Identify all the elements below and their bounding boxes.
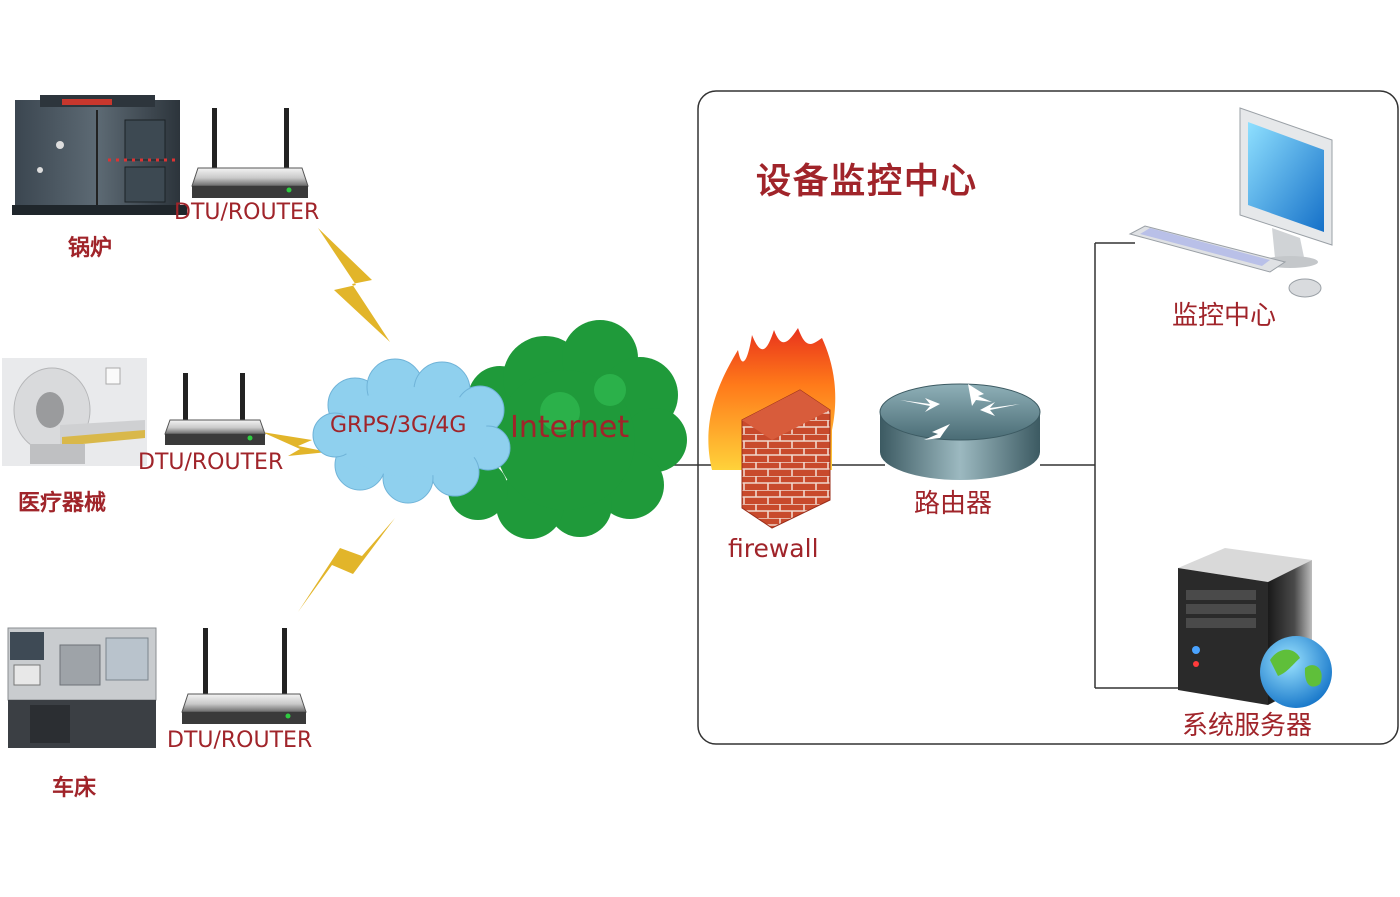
- firewall-icon: [708, 328, 836, 529]
- device-label-lathe: 车床: [52, 775, 97, 801]
- router-icon: [879, 383, 1041, 480]
- system-server-icon: [1178, 548, 1332, 708]
- device-label-boiler: 锅炉: [68, 235, 113, 261]
- page-title: 设备监控中心: [756, 161, 979, 202]
- medical-device-image: [2, 358, 147, 466]
- server-label: 系统服务器: [1182, 711, 1313, 741]
- mobile-network-cloud: [312, 358, 511, 504]
- dtu-router-icon-top: [191, 108, 309, 198]
- monitoring-computer-icon: [1128, 107, 1333, 298]
- wireless-signal-icon-middle: [262, 432, 328, 456]
- boiler-image: [12, 95, 187, 215]
- lathe-image: [7, 627, 157, 748]
- wireless-signal-icon-top: [318, 228, 390, 342]
- wireless-signal-icon-bottom: [298, 518, 395, 612]
- router-label-lathe: DTU/ROUTER: [167, 728, 313, 753]
- connection-lines: [665, 242, 1178, 689]
- router-label: 路由器: [914, 489, 993, 519]
- dtu-router-icon-bottom: [181, 628, 307, 724]
- monitor-label: 监控中心: [1172, 301, 1277, 331]
- internet-label: Internet: [510, 410, 630, 445]
- router-label-boiler: DTU/ROUTER: [174, 200, 320, 225]
- dtu-router-icon-middle: [164, 373, 266, 445]
- router-label-medical: DTU/ROUTER: [138, 450, 284, 475]
- firewall-label: firewall: [728, 534, 819, 563]
- device-label-medical: 医疗器械: [18, 490, 107, 516]
- mobile-network-label: GRPS/3G/4G: [330, 413, 467, 438]
- monitoring-center-frame: [697, 90, 1399, 745]
